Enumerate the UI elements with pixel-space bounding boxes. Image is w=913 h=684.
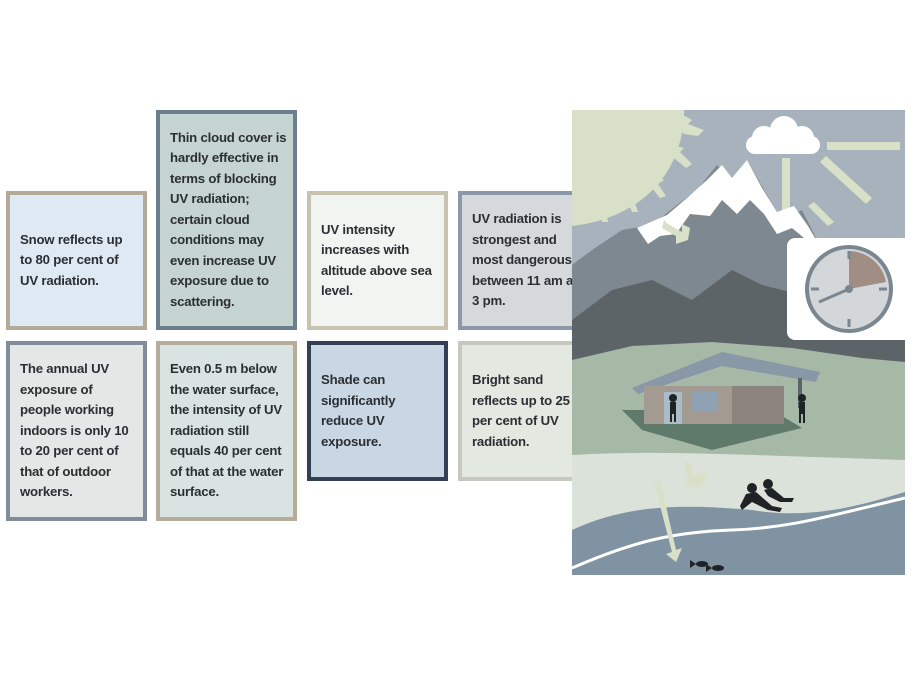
house-icon	[622, 352, 820, 450]
sand-reflection-text: Bright sand reflects up to 25 per cent o…	[472, 372, 570, 449]
cloud-cover-text: Thin cloud cover is hardly effective in …	[170, 129, 287, 309]
uv-scene-svg	[572, 110, 905, 575]
shade-box: Shade can significantly reduce UV exposu…	[307, 341, 448, 481]
clock-time-sector	[849, 251, 886, 289]
person-outside-icon	[798, 394, 806, 423]
time-of-day-text: UV radiation is strongest and most dange…	[472, 211, 589, 309]
cloud-icon	[746, 116, 820, 154]
wave-line	[572, 496, 905, 570]
indoor-workers-box: The annual UV exposure of people working…	[6, 341, 147, 521]
water-depth-box: Even 0.5 m below the water surface, the …	[156, 341, 297, 521]
indoor-workers-text: The annual UV exposure of people working…	[20, 361, 129, 500]
snow-caps	[637, 160, 822, 250]
cloud-cover-box: Thin cloud cover is hardly effective in …	[156, 110, 297, 330]
underwater-arrow	[654, 480, 682, 562]
altitude-box: UV intensity increases with altitude abo…	[307, 191, 448, 330]
altitude-text: UV intensity increases with altitude abo…	[321, 221, 432, 299]
fish-icon	[690, 560, 724, 572]
clock-icon	[787, 238, 905, 340]
water-depth-text: Even 0.5 m below the water surface, the …	[170, 361, 284, 500]
shade-text: Shade can significantly reduce UV exposu…	[321, 372, 396, 449]
water	[572, 492, 905, 575]
uv-scene-illustration	[572, 110, 905, 575]
uv-ray-arrows	[782, 142, 900, 226]
person-under-roof-icon	[669, 394, 677, 422]
snow-reflection-box: Snow reflects up to 80 per cent of UV ra…	[6, 191, 147, 330]
sun-icon	[572, 110, 704, 226]
reflection-arrows	[662, 220, 706, 488]
snow-reflection-text: Snow reflects up to 80 per cent of UV ra…	[20, 231, 123, 288]
sunbathers-icon	[740, 479, 794, 512]
